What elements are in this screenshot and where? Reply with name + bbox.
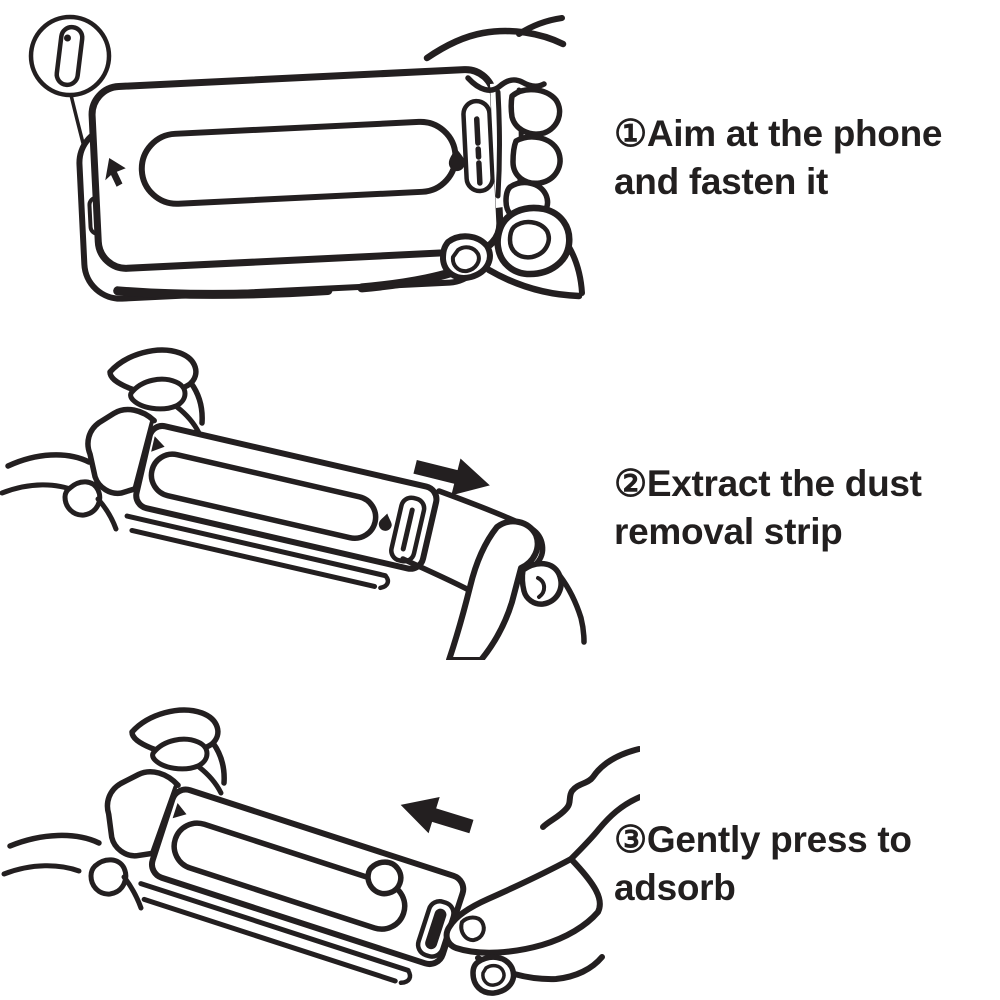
step-2-caption: ②Extract the dust removal strip xyxy=(614,460,996,556)
applicator-frame xyxy=(85,406,440,591)
thumb xyxy=(365,859,404,897)
alignment-mark-icon xyxy=(151,436,165,452)
arrow-right-icon xyxy=(413,458,490,496)
protector-slot xyxy=(138,118,459,207)
step-2-illustration xyxy=(0,347,587,660)
steadying-hand-icon xyxy=(107,347,205,436)
step-1-caption: ①Aim at the phone and fasten it xyxy=(614,110,996,206)
step-1-illustration xyxy=(28,14,585,302)
index-finger xyxy=(446,518,541,660)
protector-slot xyxy=(148,451,379,541)
step-3-illustration xyxy=(1,707,640,996)
step-1-caption-line2: and fasten it xyxy=(614,161,829,202)
applicator-frame xyxy=(104,769,467,986)
pulling-hand-icon xyxy=(446,518,587,660)
step-3-caption-line2: adsorb xyxy=(614,867,736,908)
pull-tab-slot xyxy=(461,98,495,194)
drop-icon xyxy=(378,513,392,531)
step-1-caption-line1: ①Aim at the phone xyxy=(614,113,943,154)
step-3-caption: ③Gently press to adsorb xyxy=(614,816,996,912)
protector-slot xyxy=(171,820,408,932)
fingertip xyxy=(470,954,517,996)
step-2-caption-line2: removal strip xyxy=(614,511,843,552)
drop-icon xyxy=(448,148,465,172)
gripping-hand-icon xyxy=(423,15,585,300)
steadying-hand-icon xyxy=(129,707,227,796)
step-2-caption-line1: ②Extract the dust xyxy=(614,463,922,504)
pressing-hand-icon xyxy=(365,746,640,996)
step-3-caption-line1: ③Gently press to xyxy=(614,819,912,860)
alignment-mark-icon xyxy=(105,158,126,187)
supporting-hand-icon xyxy=(0,452,119,532)
applicator-frame-on-phone xyxy=(76,66,504,302)
supporting-hand-icon xyxy=(1,832,144,911)
arrow-left-icon xyxy=(400,796,474,834)
alignment-mark-icon xyxy=(172,802,187,819)
